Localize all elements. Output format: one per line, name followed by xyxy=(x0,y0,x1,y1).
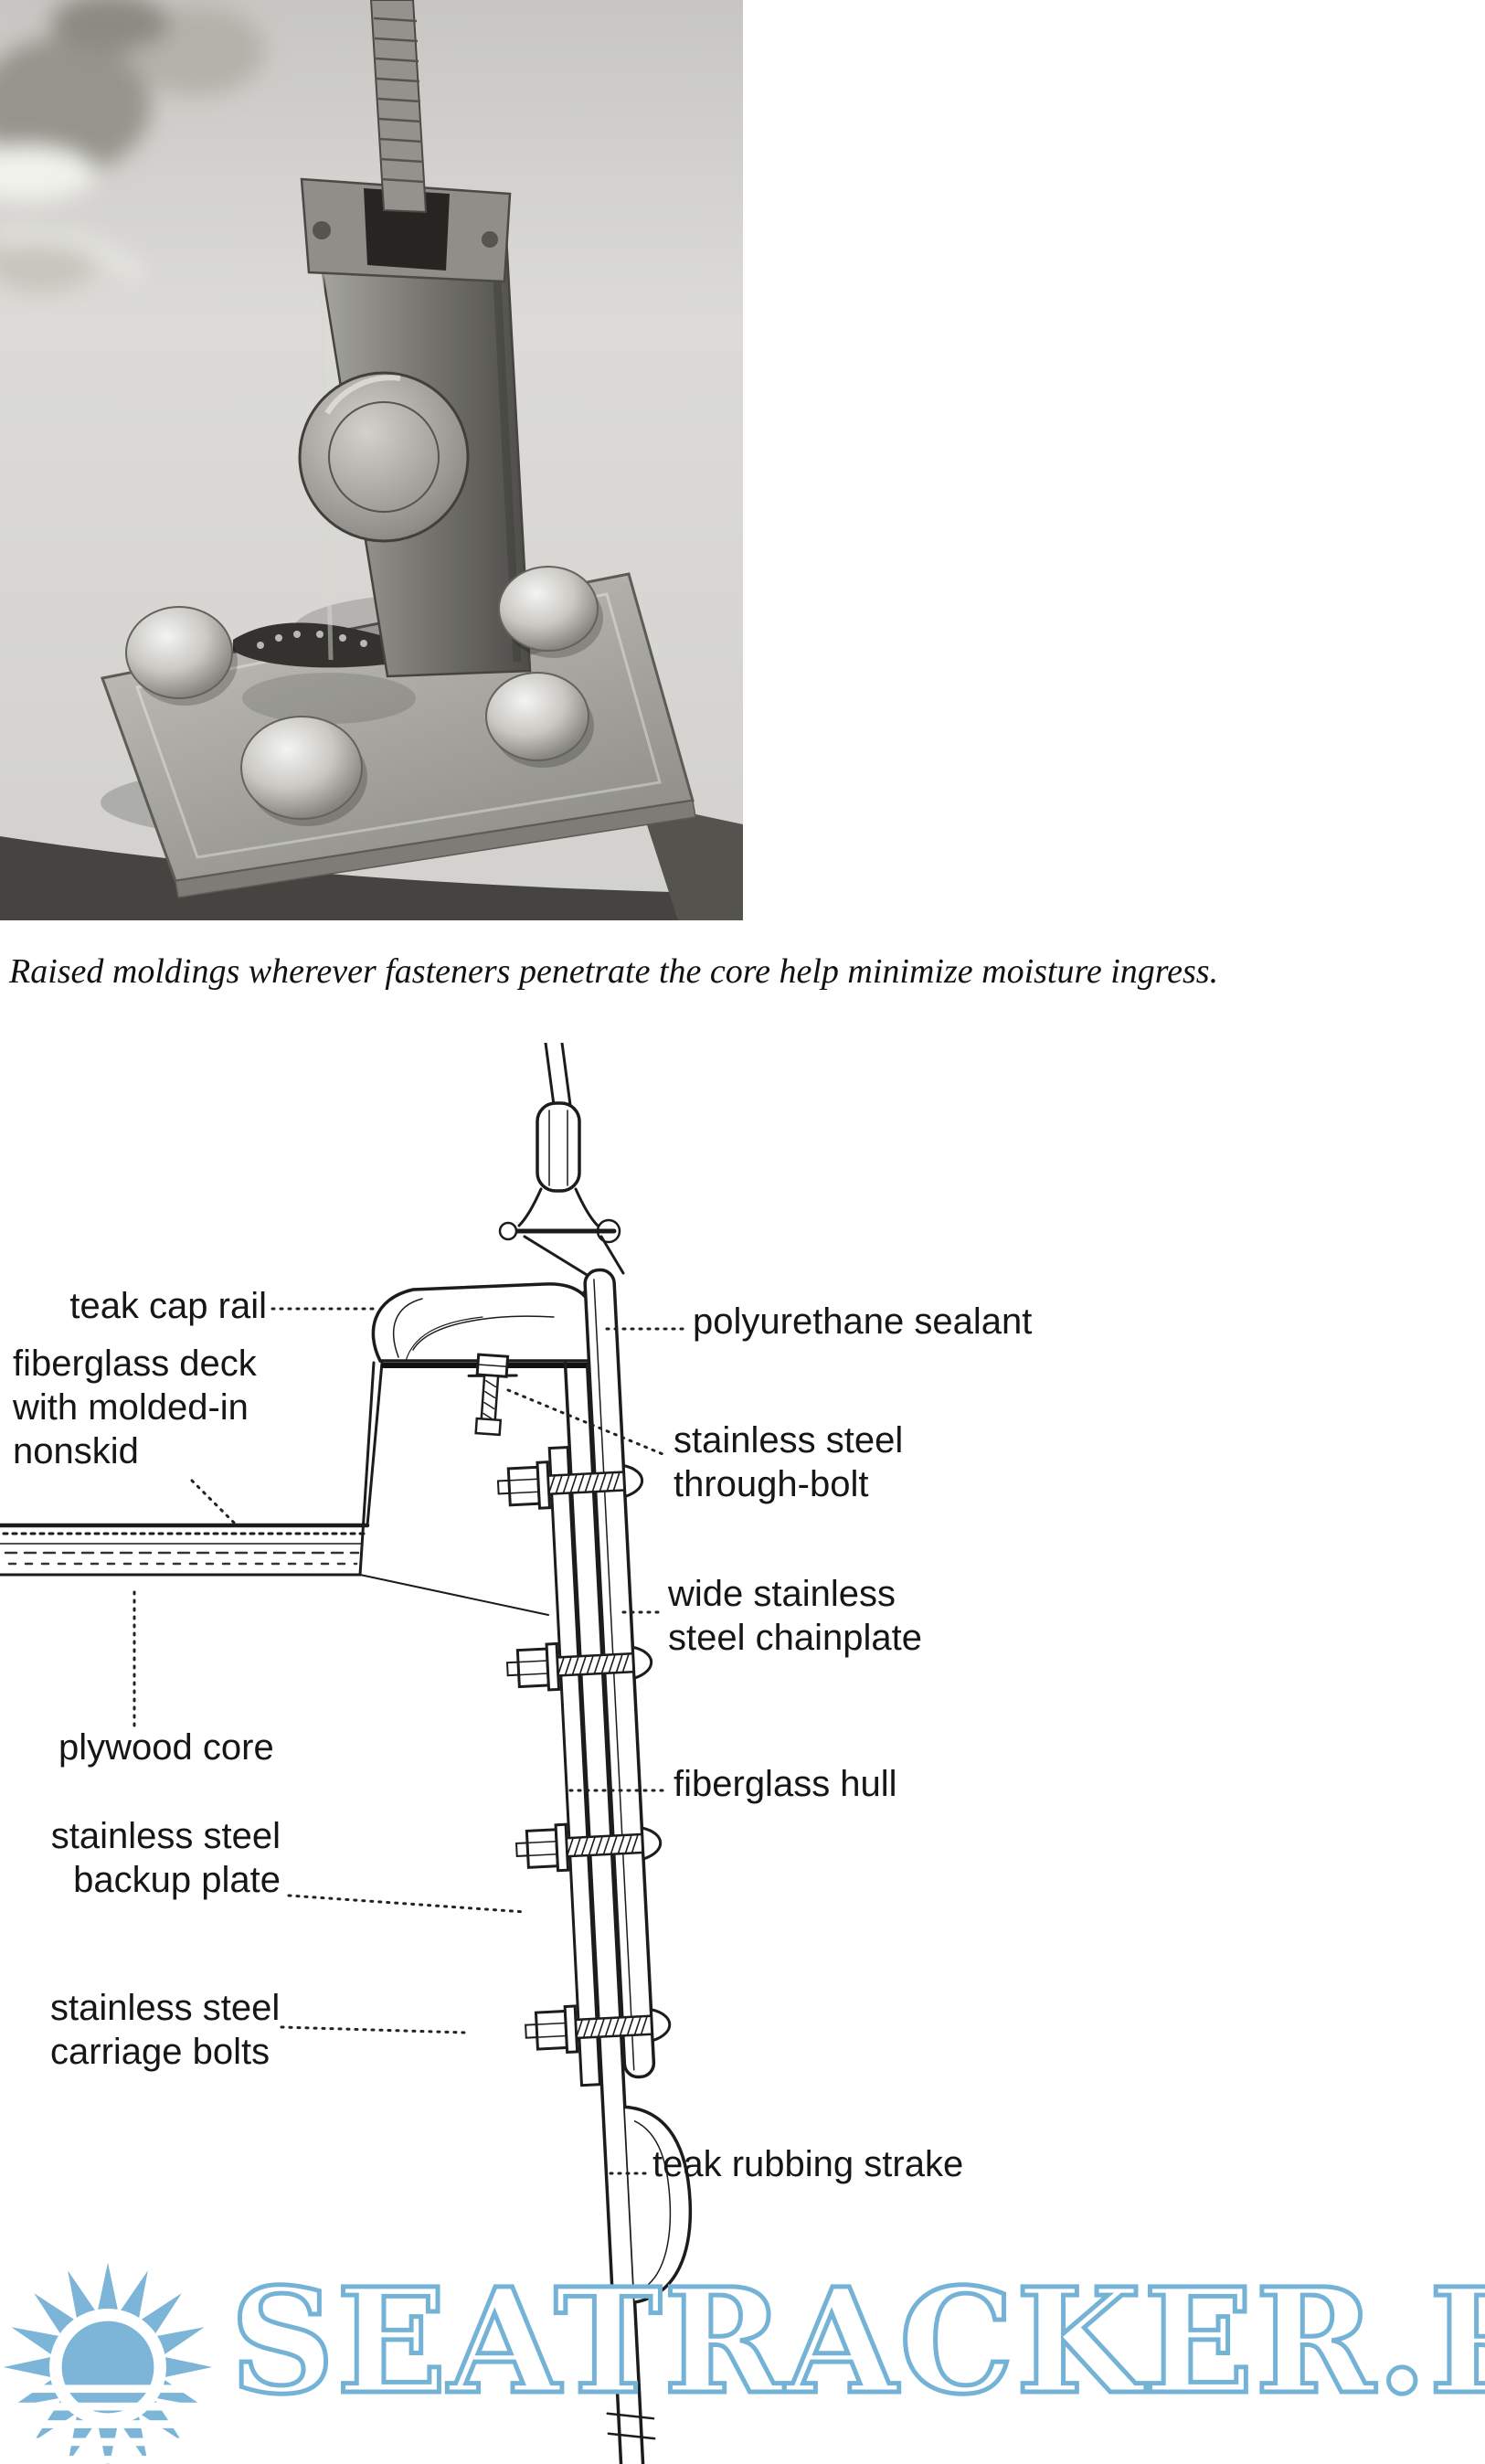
label-rubbing-strake: teak rubbing strake xyxy=(652,2144,964,2184)
label-through-bolt: stainless steel through-bolt xyxy=(674,1420,904,1504)
label-chainplate: wide stainless steel chainplate xyxy=(668,1574,922,1658)
label-polyurethane-sealant: polyurethane sealant xyxy=(693,1301,1033,1342)
label-teak-cap-rail: teak cap rail xyxy=(69,1286,267,1326)
chainplate-diagram-art xyxy=(0,1043,693,2464)
label-fiberglass-deck: fiberglass deck with molded-in nonskid xyxy=(13,1344,257,1471)
chainplate-photo xyxy=(0,0,743,920)
photo-caption: Raised moldings wherever fasteners penet… xyxy=(9,952,1219,991)
chainplate-photo-art xyxy=(0,0,743,920)
label-plywood-core: plywood core xyxy=(58,1727,274,1768)
label-carriage-bolts: stainless steel carriage bolts xyxy=(50,1988,281,2072)
label-backup-plate: stainless steel backup plate xyxy=(50,1816,281,1900)
label-fiberglass-hull: fiberglass hull xyxy=(674,1764,897,1804)
